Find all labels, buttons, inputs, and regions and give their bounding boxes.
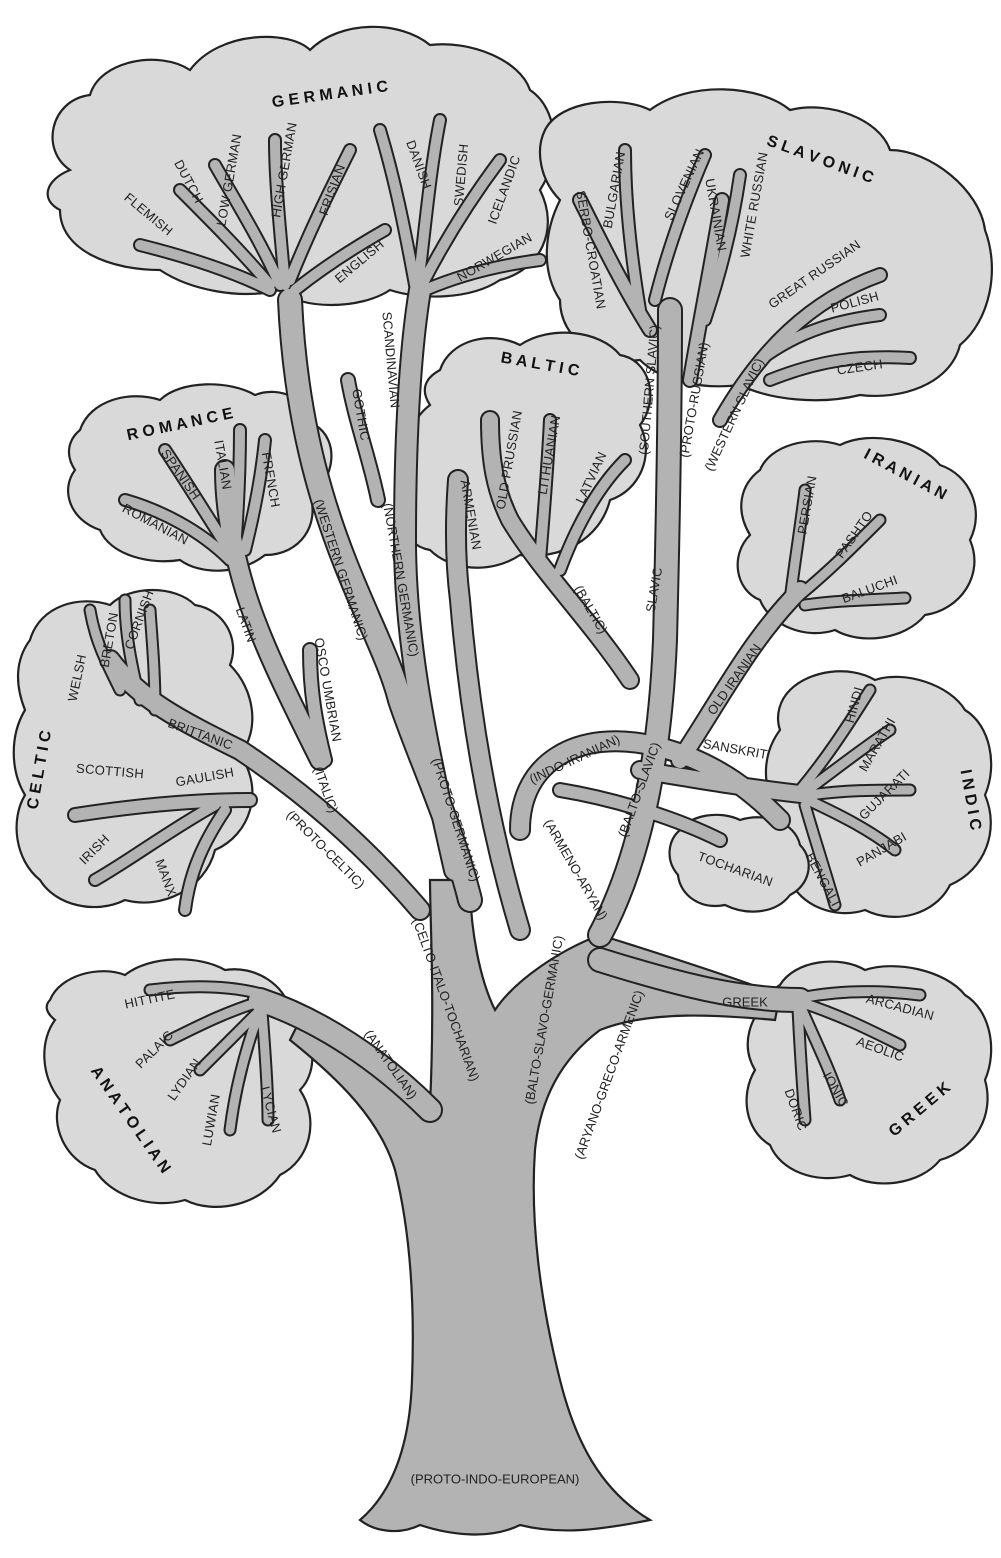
limb-cornish: [150, 610, 155, 710]
label-armeno-aryan: (ARMENO-ARYAN): [541, 817, 611, 923]
label-proto-indo-european: (PROTO-INDO-EUROPEAN): [411, 1471, 580, 1486]
label-greek: GREEK: [722, 994, 768, 1009]
limb-italian: [235, 430, 240, 550]
label-old-iranian: OLD IRANIAN: [704, 641, 764, 718]
label-scandinavian: SCANDINAVIAN: [379, 311, 402, 409]
